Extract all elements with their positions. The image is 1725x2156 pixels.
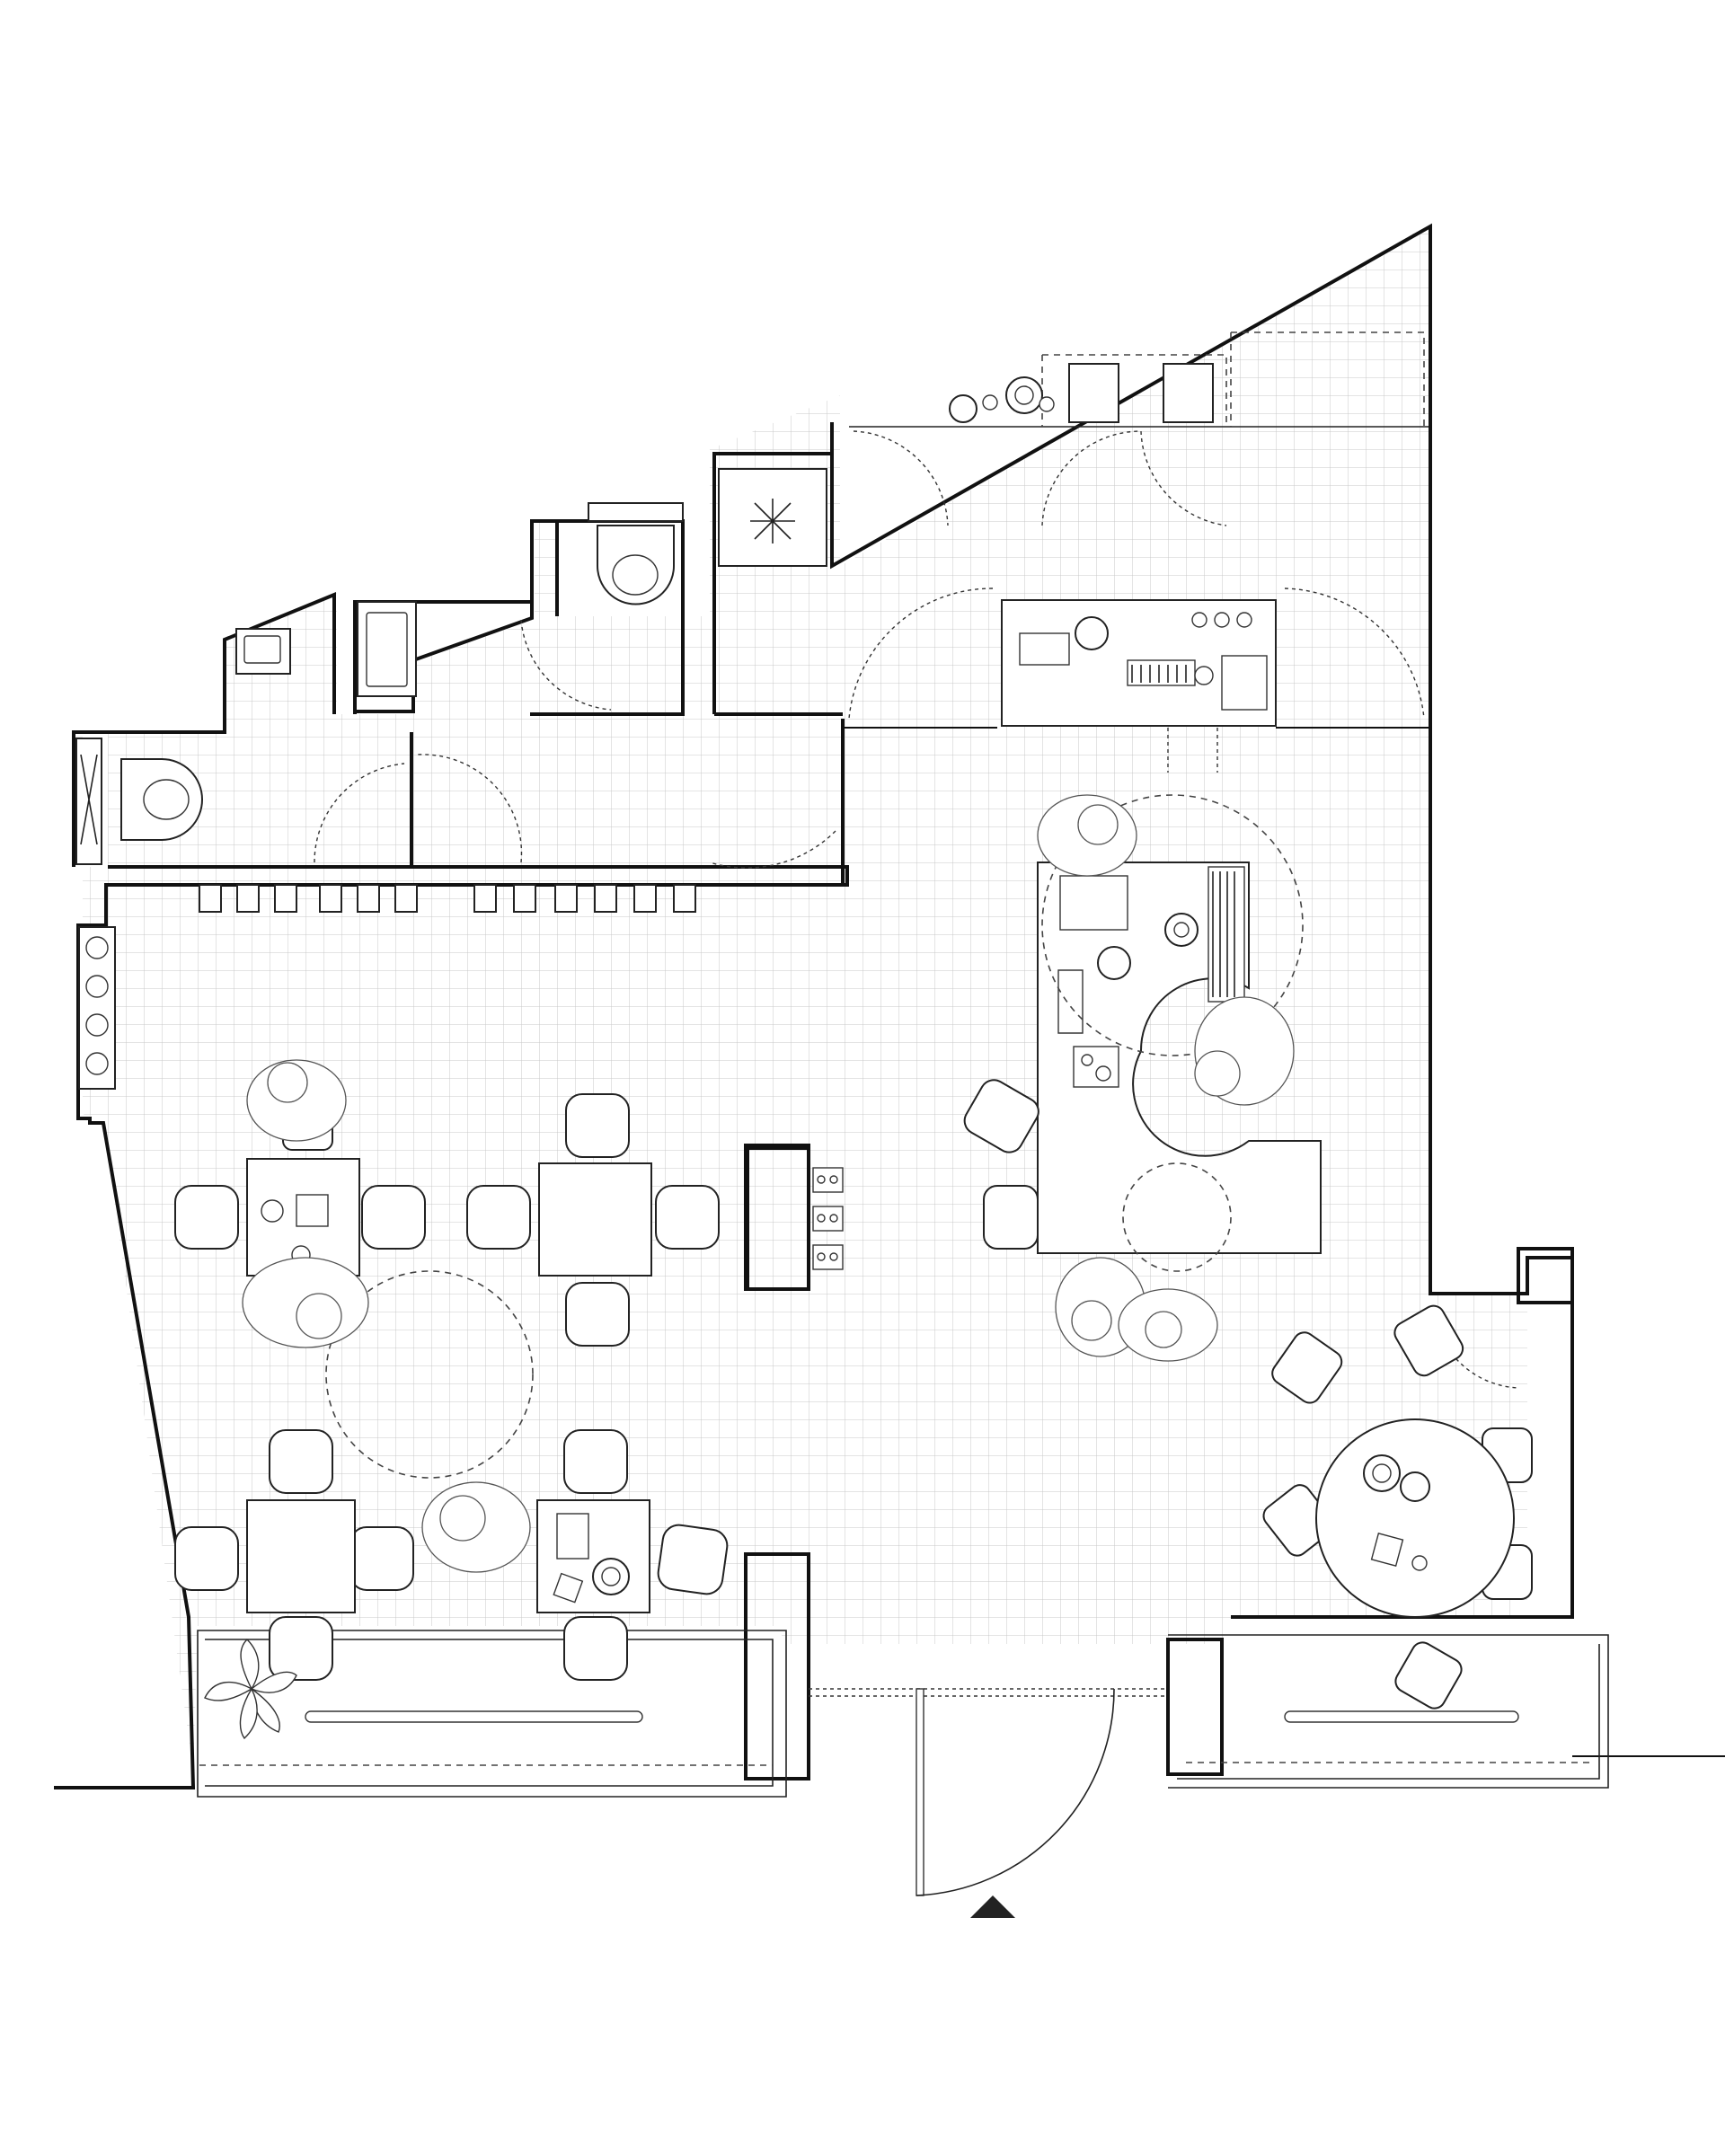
person-icon: [1194, 996, 1295, 1106]
door-swings: [314, 430, 1519, 1389]
triangle-up-icon: [970, 1895, 1015, 1918]
side-counter: [746, 1146, 844, 1291]
cooktop-icon: [812, 1167, 844, 1270]
storage-room: [718, 331, 1429, 567]
sink-icon: [1068, 363, 1214, 423]
left-shelf: [78, 926, 116, 1090]
window-sills: [197, 1630, 1609, 1798]
kitchen-counter: [1019, 612, 1268, 711]
restroom: [75, 502, 684, 865]
person-icon: [1037, 794, 1137, 877]
sink-icon: [235, 628, 291, 675]
round-table: [1262, 1304, 1533, 1710]
dining-table-4: [536, 1429, 729, 1681]
plant-icon: [204, 1639, 297, 1740]
person-icon: [421, 1481, 531, 1573]
cooktop-icon: [1073, 1046, 1119, 1088]
people: [242, 794, 1295, 1573]
kitchen-island: [963, 794, 1322, 1272]
toilet-icon: [120, 758, 203, 841]
sink-icon: [357, 601, 417, 697]
dining-table-3: [174, 1429, 414, 1681]
person-icon: [242, 1257, 369, 1348]
person-icon: [1118, 1288, 1218, 1362]
person-icon: [246, 1059, 347, 1142]
toilet-icon: [588, 502, 684, 605]
wall-cubbies: [199, 884, 696, 913]
dining-table-2: [466, 1093, 720, 1347]
entrance-door[interactable]: [916, 1688, 1115, 1918]
